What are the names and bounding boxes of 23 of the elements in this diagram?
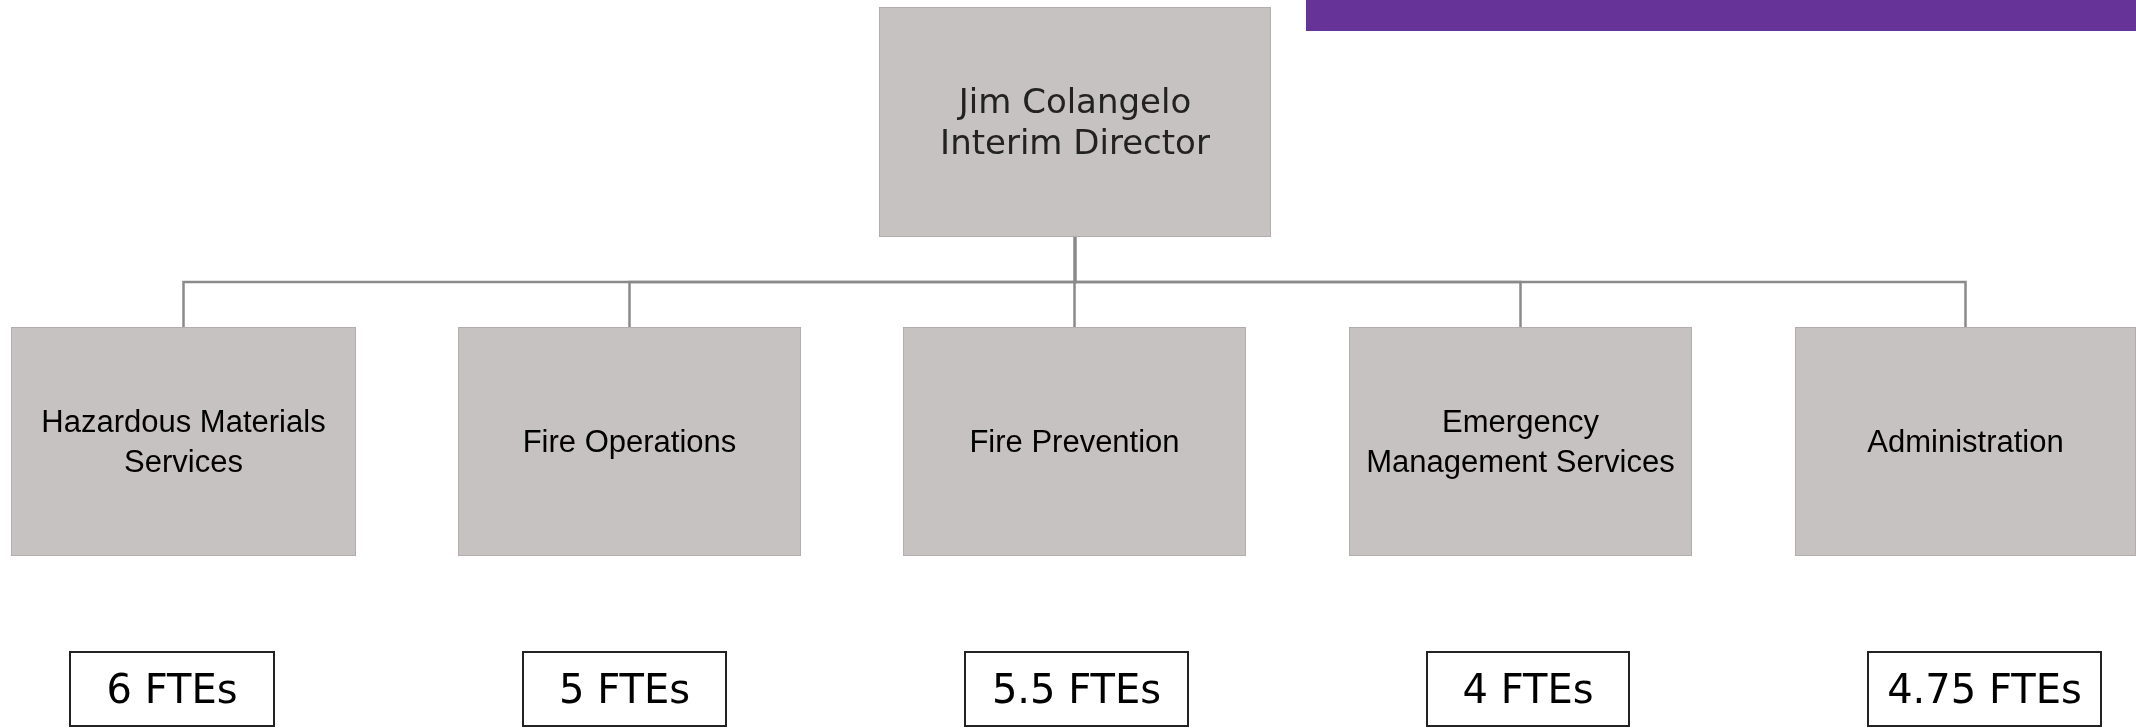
node-label: Emergency Management Services: [1365, 402, 1676, 481]
staff-count-box: [1867, 651, 2102, 727]
department-box: [1795, 327, 2136, 556]
node-label: Administration: [1867, 422, 2064, 461]
staff-count-box: [522, 651, 727, 727]
connector-line: [1073, 237, 1967, 327]
staff-count-box: [69, 651, 275, 727]
staff-count-box: [1426, 651, 1630, 727]
node-label: Fire Operations: [522, 422, 737, 461]
node-label: 6 FTEs: [106, 665, 238, 714]
staff-count-box: [964, 651, 1189, 727]
director-box: [879, 7, 1271, 237]
node-label: 4.75 FTEs: [1887, 665, 2082, 714]
node-label: 4 FTEs: [1462, 665, 1594, 714]
node-label: Fire Prevention: [969, 422, 1180, 461]
department-box: [11, 327, 356, 556]
node-label: 5 FTEs: [559, 665, 690, 714]
node-label: 5.5 FTEs: [991, 665, 1162, 714]
department-box: [1349, 327, 1692, 556]
node-label: Jim Colangelo Interim Director: [939, 81, 1211, 163]
node-label: Hazardous Materials Services: [40, 402, 327, 481]
department-box: [458, 327, 801, 556]
department-box: [903, 327, 1246, 556]
